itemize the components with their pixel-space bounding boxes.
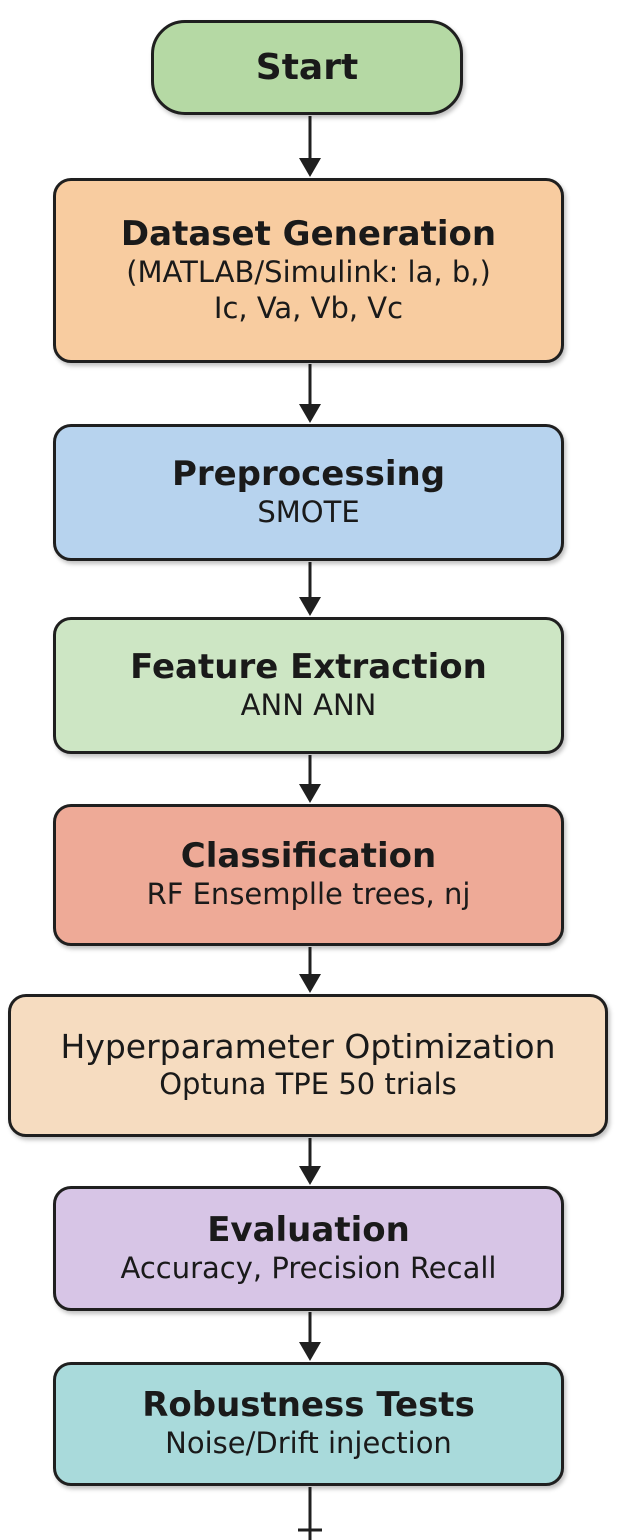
- dataset-generation-line-1: (MATLAB/Simulink: la, b,): [126, 254, 491, 289]
- evaluation-line-1: Accuracy, Precision Recall: [120, 1250, 497, 1285]
- robustness-tests-title: Robustness Tests: [142, 1385, 475, 1426]
- dataset-generation-line-2: Ic, Va, Vb, Vc: [213, 291, 404, 326]
- classification-node: Classification RF Ensemplle trees, nj: [53, 804, 564, 946]
- arrowhead-5: [299, 974, 321, 993]
- robustness-tests-line-1: Noise/Drift injection: [165, 1426, 452, 1461]
- start-label: Start: [255, 46, 359, 88]
- classification-title: Classification: [180, 836, 437, 877]
- evaluation-title: Evaluation: [207, 1209, 410, 1250]
- feature-extraction-line-1: ANN ANN: [240, 687, 377, 722]
- hyperparameter-optimization-node: Hyperparameter Optimization Optuna TPE 5…: [8, 994, 608, 1137]
- preprocessing-line-1: SMOTE: [257, 494, 360, 529]
- preprocessing-node: Preprocessing SMOTE: [53, 424, 564, 561]
- hyperparameter-optimization-line-1: Optuna TPE 50 trials: [159, 1067, 457, 1102]
- evaluation-node: Evaluation Accuracy, Precision Recall: [53, 1186, 564, 1311]
- robustness-tests-node: Robustness Tests Noise/Drift injection: [53, 1362, 564, 1486]
- dataset-generation-title: Dataset Generation: [120, 213, 497, 254]
- arrowhead-3: [299, 597, 321, 616]
- arrowhead-4: [299, 784, 321, 803]
- dataset-generation-node: Dataset Generation (MATLAB/Simulink: la,…: [53, 178, 564, 363]
- classification-line-1: RF Ensemplle trees, nj: [146, 877, 471, 912]
- feature-extraction-node: Feature Extraction ANN ANN: [53, 617, 564, 754]
- preprocessing-title: Preprocessing: [171, 453, 446, 494]
- arrowhead-6: [299, 1166, 321, 1185]
- arrowhead-1: [299, 158, 321, 177]
- start-node: Start: [151, 20, 463, 115]
- arrowhead-7: [299, 1342, 321, 1361]
- hyperparameter-optimization-title: Hyperparameter Optimization: [60, 1027, 556, 1067]
- feature-extraction-title: Feature Extraction: [130, 646, 487, 687]
- arrowhead-2: [299, 404, 321, 423]
